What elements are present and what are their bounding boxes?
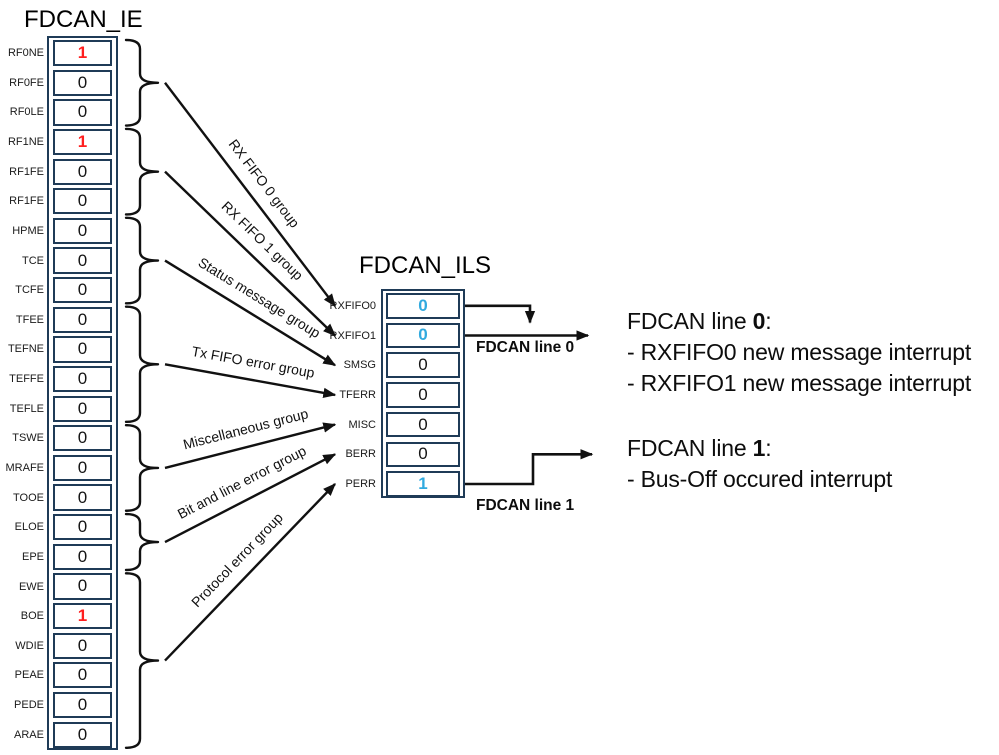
ie-bit-label-tce-7: TCE (22, 254, 44, 267)
ie-bit-label-peae-21: PEAE (14, 669, 44, 682)
fdcan-line0-annotation: FDCAN line 0: - RXFIFO0 new message inte… (627, 306, 971, 399)
group-brace-4 (124, 423, 160, 512)
ils-bit-label-misc-4: MISC (348, 418, 377, 431)
ils-bit-label-tferr-3: TFERR (339, 388, 376, 401)
ie-bit-cell-tefne-10: 0 (53, 336, 112, 363)
group-brace-5 (124, 512, 160, 572)
ie-bit-cell-boe-19: 1 (53, 603, 112, 630)
ie-bit-cell-tce-7: 0 (53, 247, 112, 274)
group-brace-1 (124, 127, 160, 216)
ie-bit-label-arae-23: ARAE (14, 728, 44, 741)
ie-bit-label-tooe-15: TOOE (13, 491, 44, 504)
ie-bit-label-ewe-18: EWE (18, 580, 44, 593)
ie-bit-cell-tfee-9: 0 (53, 306, 112, 333)
ils-bit-cell-rxfifo1-1: 0 (386, 322, 460, 349)
group-arrow-6 (164, 483, 336, 662)
group-brace-0 (124, 38, 160, 127)
annotation-prefix: FDCAN line (627, 308, 753, 334)
ie-bit-label-rf1fe-4: RF1FE (9, 165, 44, 178)
ie-bit-cell-tefle-12: 0 (53, 395, 112, 422)
fdcan-ie-title: FDCAN_IE (24, 6, 143, 33)
ie-bit-cell-peae-21: 0 (53, 662, 112, 689)
fdcan-line1-annotation-title: FDCAN line 1: (627, 433, 892, 464)
fdcan-line0-label: FDCAN line 0 (476, 339, 574, 356)
fdcan-line1-annotation: FDCAN line 1: - Bus-Off occured interrup… (627, 433, 892, 495)
ie-bit-label-rf0ne-0: RF0NE (7, 47, 44, 60)
annotation-line-number: 1 (752, 435, 766, 461)
ie-bit-label-rf1ne-3: RF1NE (7, 136, 44, 148)
ils-bit-label-perr-6: PERR (345, 478, 376, 490)
group-brace-3 (124, 305, 160, 424)
ils-bit-label-berr-5: BERR (345, 448, 376, 461)
ils-bit-cell-berr-5: 0 (386, 441, 460, 468)
ie-bit-cell-ewe-18: 0 (53, 573, 112, 600)
annotation-line-number: 0 (752, 308, 766, 334)
ie-bit-cell-wdie-20: 0 (53, 632, 112, 659)
ie-bit-cell-rf0le-2: 0 (53, 99, 112, 126)
ie-bit-cell-tooe-15: 0 (53, 484, 112, 511)
group-brace-2 (124, 216, 160, 305)
ie-bit-label-rf1fe-5: RF1FE (9, 195, 44, 208)
group-arrow-label-2: Status message group (196, 254, 324, 341)
annotation-item: - RXFIFO1 new message interrupt (627, 370, 972, 396)
ils-bit-label-smsg-2: SMSG (343, 359, 376, 372)
ie-bit-label-tcfe-8: TCFE (15, 284, 44, 297)
group-arrow-label-4: Miscellaneous group (181, 405, 310, 452)
ils-bit-cell-smsg-2: 0 (386, 352, 460, 378)
annotation-prefix: FDCAN line (627, 435, 753, 461)
ie-bit-cell-rf1fe-5: 0 (53, 188, 112, 215)
annotation-item: - Bus-Off occured interrupt (627, 466, 893, 492)
ie-bit-cell-eloe-16: 0 (53, 514, 112, 541)
ie-bit-label-rf0le-2: RF0LE (9, 106, 44, 119)
ie-bit-cell-rf1fe-4: 0 (53, 158, 112, 185)
group-arrow-label-0: RX FIFO 0 group (226, 136, 303, 231)
ie-bit-cell-tcfe-8: 0 (53, 277, 112, 304)
ils-bit-cell-perr-6: 1 (386, 471, 460, 497)
ie-bit-cell-tswe-13: 0 (53, 425, 112, 452)
group-arrow-label-1: RX FIFO 1 group (219, 198, 307, 284)
annotation-item: - RXFIFO0 new message interrupt (627, 339, 972, 365)
ie-bit-cell-rf0fe-1: 0 (53, 69, 112, 96)
annotation-suffix: : (765, 308, 772, 334)
ie-bit-label-wdie-20: WDIE (15, 639, 44, 652)
ie-bit-label-pede-22: PEDE (14, 699, 44, 711)
ie-bit-label-rf0fe-1: RF0FE (9, 76, 44, 89)
ie-bit-cell-mrafe-14: 0 (53, 454, 112, 482)
ie-bit-cell-hpme-6: 0 (53, 217, 112, 245)
fdcan-line1-label: FDCAN line 1 (476, 497, 575, 514)
ie-bit-cell-teffe-11: 0 (53, 365, 112, 393)
ie-bit-label-mrafe-14: MRAFE (5, 462, 45, 474)
fdcan-line1-arrow (465, 449, 594, 486)
ie-bit-cell-pede-22: 0 (53, 691, 112, 719)
ie-bit-label-tfee-9: TFEE (15, 313, 44, 326)
ie-bit-cell-rf1ne-3: 1 (53, 128, 112, 156)
group-arrow-label-5: Bit and line error group (175, 442, 309, 522)
annotation-suffix: : (765, 435, 772, 461)
ie-bit-label-tswe-13: TSWE (12, 432, 44, 445)
ie-bit-label-epe-17: EPE (21, 550, 44, 563)
group-arrow-label-6: Protocol error group (188, 509, 286, 610)
ils-bit-cell-misc-4: 0 (386, 411, 460, 438)
group-arrow-label-3: Tx FIFO error group (191, 343, 317, 381)
ie-bit-cell-arae-23: 0 (53, 721, 112, 748)
fdcan-line0-annotation-title: FDCAN line 0: (627, 306, 971, 337)
ie-bit-label-boe-19: BOE (20, 610, 44, 623)
ils-bit-cell-tferr-3: 0 (386, 382, 460, 408)
ie-bit-label-hpme-6: HPME (12, 224, 44, 237)
ie-bit-label-tefne-10: TEFNE (7, 343, 44, 356)
ie-bit-label-tefle-12: TEFLE (9, 402, 44, 415)
group-brace-6 (124, 572, 160, 749)
ie-bit-cell-epe-17: 0 (53, 543, 112, 570)
ie-bit-label-teffe-11: TEFFE (9, 373, 44, 386)
ils-bit-cell-rxfifo0-0: 0 (386, 293, 460, 319)
ie-bit-label-eloe-16: ELOE (14, 521, 44, 534)
group-arrow-5 (164, 453, 337, 544)
fdcan-line0-branch-arrow (465, 304, 536, 324)
group-arrow-0 (164, 82, 336, 307)
ils-bit-label-rxfifo0-0: RXFIFO0 (329, 299, 376, 312)
fdcan-ils-title: FDCAN_ILS (359, 252, 492, 279)
ils-bit-label-rxfifo1-1: RXFIFO1 (329, 329, 376, 342)
ie-bit-cell-rf0ne-0: 1 (53, 40, 112, 67)
